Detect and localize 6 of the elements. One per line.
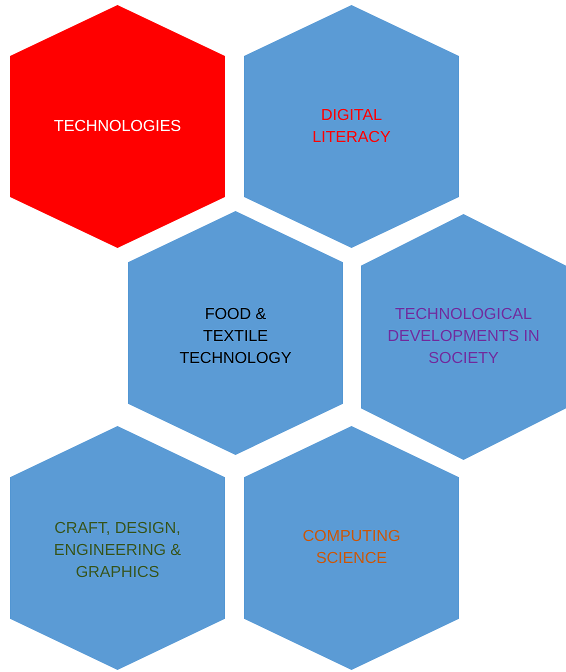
hexagon-label: TECHNOLOGICAL DEVELOPMENTS IN SOCIETY <box>386 305 541 369</box>
hexagon-label: CRAFT, DESIGN, ENGINEERING & GRAPHICS <box>52 519 182 583</box>
hexagon-label: FOOD & TEXTILE TECHNOLOGY <box>178 305 292 369</box>
hexagon-label: TECHNOLOGIES <box>52 116 182 136</box>
hexagon-label: DIGITAL LITERACY <box>311 106 392 148</box>
hexagon-label: COMPUTING SCIENCE <box>302 527 402 569</box>
